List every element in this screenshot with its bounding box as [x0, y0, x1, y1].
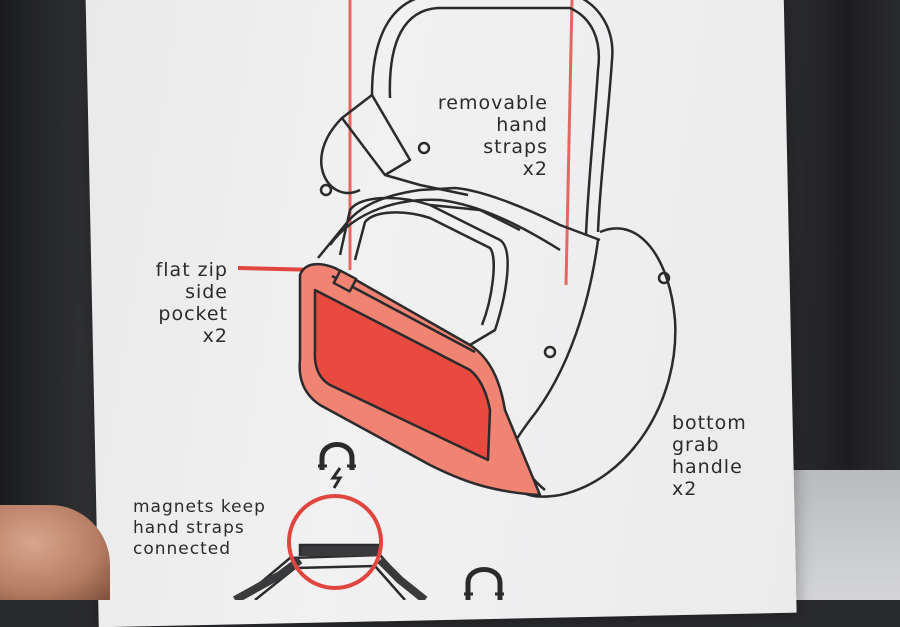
hand-strap [320, 0, 614, 236]
magnet-icon [318, 442, 356, 489]
callout-removable-hand-straps: removable hand straps x2 [437, 92, 548, 180]
callout-bottom-grab-handle: bottom grab handle x2 [672, 412, 747, 500]
magnet-icon [464, 567, 504, 600]
callout-magnets: magnets keep hand straps connected [133, 497, 266, 559]
hand-finger [0, 505, 110, 600]
side-pocket [298, 262, 542, 497]
magnet-highlight-circle [287, 494, 383, 590]
bag-illustration [233, 0, 614, 600]
callout-flat-zip-side-pocket: flat zip side pocket x2 [155, 259, 228, 347]
